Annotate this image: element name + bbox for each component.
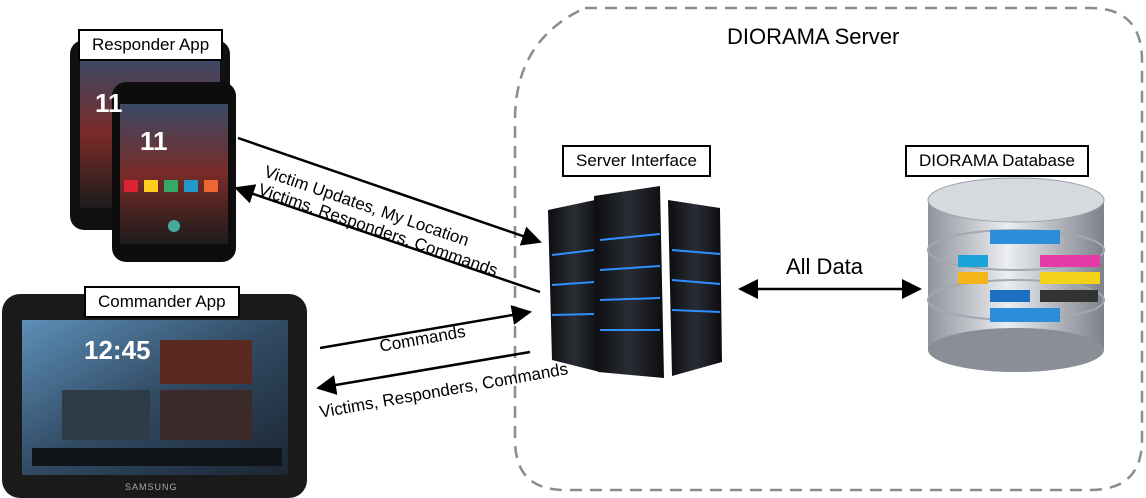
database-label: DIORAMA Database: [905, 145, 1089, 177]
responder-phone-front-icon: [112, 82, 236, 262]
arrow-server-to-responder: [234, 184, 541, 294]
arrow-server-to-commander: [316, 350, 531, 395]
server-boundary: [513, 6, 1144, 492]
tablet-brand: SAMSUNG: [125, 482, 178, 492]
arrow-commander-to-server: [319, 305, 532, 350]
arrow-responder-to-server: [237, 136, 542, 246]
server-tower-icon: [548, 186, 722, 378]
server-interface-label: Server Interface: [562, 145, 711, 177]
responder-app-label: Responder App: [78, 29, 224, 61]
commander-app-label: Commander App: [84, 286, 240, 318]
edge-label-server-database: All Data: [786, 254, 864, 279]
commander-tablet-icon: [2, 294, 307, 498]
tablet-clock: 12:45: [84, 335, 151, 365]
phone-front-clock: 11: [140, 126, 168, 156]
database-icon: [927, 177, 1105, 372]
phone-back-clock: 11: [95, 88, 123, 118]
server-region-title: DIORAMA Server: [727, 24, 900, 49]
